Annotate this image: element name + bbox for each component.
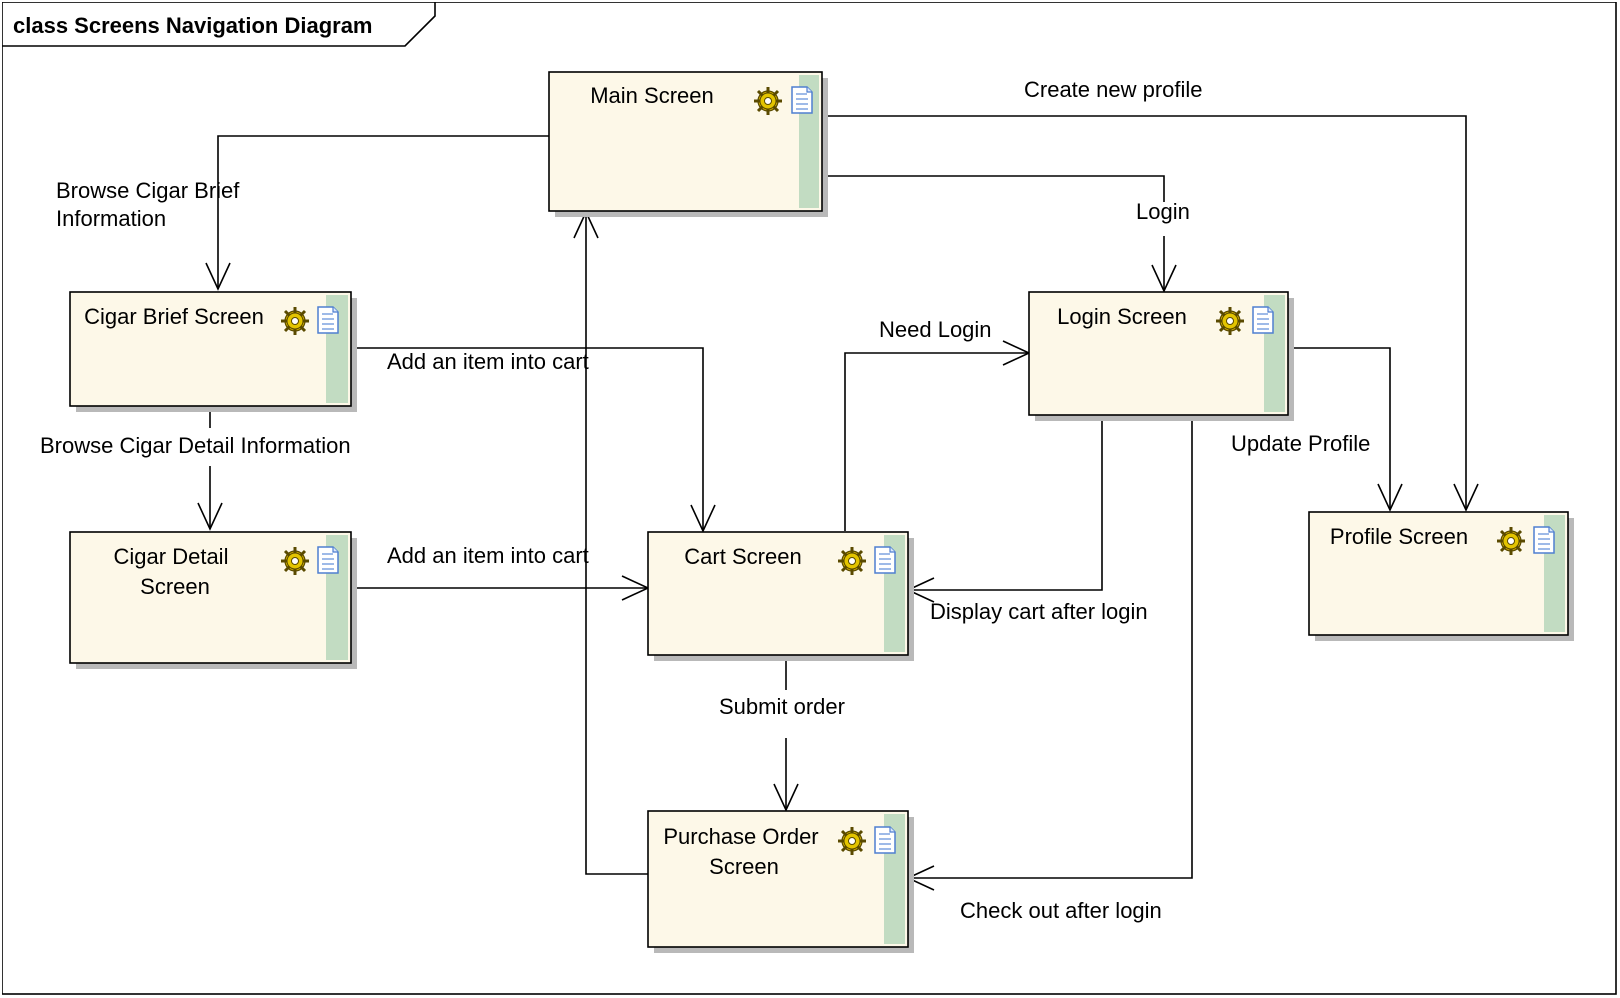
node-main-screen[interactable]: Main Screen xyxy=(548,71,828,217)
document-icon xyxy=(791,86,813,114)
label-checkout: Check out after login xyxy=(960,898,1162,923)
label-update-profile: Update Profile xyxy=(1231,431,1370,456)
label-add-from-brief: Add an item into cart xyxy=(387,349,589,374)
node-login-screen[interactable]: Login Screen xyxy=(1028,291,1294,421)
label-browse-detail: Browse Cigar Detail Information xyxy=(40,433,351,458)
edge-checkout xyxy=(906,413,1193,891)
node-main-title: Main Screen xyxy=(590,83,714,108)
node-purchase-order-screen[interactable]: Purchase Order Screen xyxy=(647,810,914,953)
label-submit-order: Submit order xyxy=(719,694,845,719)
label-browse-brief-line2: Information xyxy=(56,206,166,231)
document-icon xyxy=(874,826,896,854)
node-cigar-detail-title-line2: Screen xyxy=(140,574,210,599)
edge-browse-detail xyxy=(197,406,223,531)
edge-browse-brief xyxy=(205,135,549,291)
document-icon xyxy=(874,546,896,574)
label-create-profile: Create new profile xyxy=(1024,77,1203,102)
gear-icon xyxy=(1214,305,1246,337)
document-icon xyxy=(1252,306,1274,334)
node-profile-screen[interactable]: Profile Screen xyxy=(1308,511,1574,641)
document-icon xyxy=(1533,526,1555,554)
edge-login xyxy=(822,175,1177,293)
document-icon xyxy=(317,306,339,334)
label-add-from-detail: Add an item into cart xyxy=(387,543,589,568)
gear-icon xyxy=(752,85,784,117)
document-icon xyxy=(317,546,339,574)
edge-submit-order xyxy=(773,654,799,812)
node-cart-title: Cart Screen xyxy=(684,544,801,569)
node-purchase-order-title-line2: Screen xyxy=(709,854,779,879)
label-display-cart: Display cart after login xyxy=(930,599,1148,624)
gear-icon xyxy=(836,545,868,577)
node-cigar-detail-screen[interactable]: Cigar Detail Screen xyxy=(69,531,357,669)
gear-icon xyxy=(1495,525,1527,557)
edge-create-profile xyxy=(822,115,1479,512)
label-need-login: Need Login xyxy=(879,317,992,342)
node-login-title: Login Screen xyxy=(1057,304,1187,329)
gear-icon xyxy=(279,545,311,577)
frame-title-tab xyxy=(2,2,436,47)
node-purchase-order-title-line1: Purchase Order xyxy=(663,824,818,849)
gear-icon xyxy=(279,305,311,337)
node-cigar-brief-title: Cigar Brief Screen xyxy=(84,304,264,329)
node-cart-screen[interactable]: Cart Screen xyxy=(647,531,914,661)
diagram-title: class Screens Navigation Diagram xyxy=(13,13,373,38)
edge-add-from-brief xyxy=(351,347,716,533)
edge-need-login xyxy=(844,340,1031,531)
label-browse-brief-line1: Browse Cigar Brief xyxy=(56,178,240,203)
edge-update-profile xyxy=(1288,347,1403,512)
edge-display-cart xyxy=(906,413,1103,603)
gear-icon xyxy=(836,825,868,857)
label-login: Login xyxy=(1136,199,1190,224)
node-cigar-detail-title-line1: Cigar Detail xyxy=(114,544,229,569)
node-cigar-brief-screen[interactable]: Cigar Brief Screen xyxy=(69,291,357,412)
edge-add-from-detail xyxy=(351,575,650,601)
node-profile-title: Profile Screen xyxy=(1330,524,1468,549)
